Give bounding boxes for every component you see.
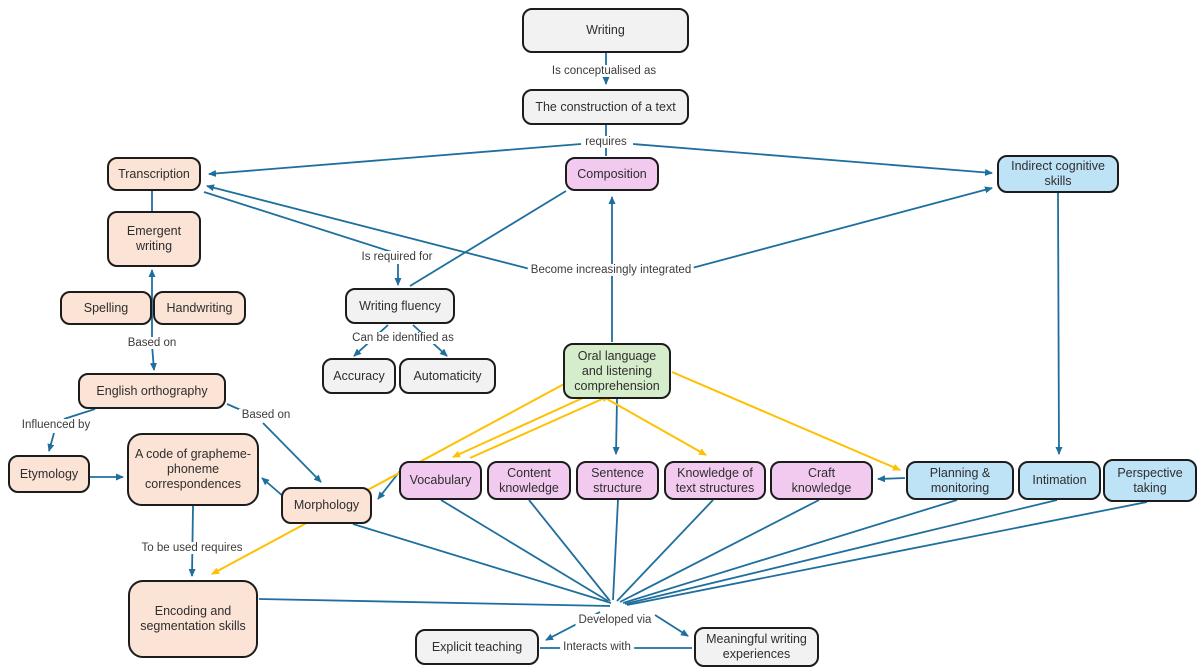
edge-integrated-transcription: [206, 184, 531, 270]
node-composition: Composition: [565, 157, 659, 191]
edge-hub-meaningful: [654, 614, 689, 637]
edge-label-is-conceptualised-as: Is conceptualised as: [548, 65, 660, 77]
edge-basedon2-morphology: [262, 422, 322, 483]
edge-label-based-on-2: Based on: [238, 409, 294, 421]
node-morphology: Morphology: [281, 487, 372, 524]
edge-label-developed-via: Developed via: [575, 614, 655, 626]
edge-oral-planning: [671, 371, 901, 471]
edge-morphology-hub: [352, 523, 612, 604]
edge-oral-vocabulary: [452, 396, 586, 458]
edge-composition-writingfluency: [409, 190, 567, 287]
edge-craft-hub: [619, 499, 820, 603]
edge-influencedby-etymology: [47, 432, 55, 452]
node-explicit-teaching: Explicit teaching: [415, 629, 539, 665]
edge-requires-indirect: [632, 143, 993, 176]
edge-label-based-on-1: Based on: [124, 337, 180, 349]
node-planning-monitoring: Planning & monitoring: [906, 461, 1014, 500]
edge-planning-craft: [877, 475, 906, 483]
edge-vocabulary-hub: [440, 499, 609, 602]
edge-integrated-indirect: [691, 186, 993, 269]
node-perspective-taking: Perspective taking: [1103, 459, 1197, 502]
edge-indirect-intimation: [1055, 191, 1063, 455]
node-grapheme-phoneme-code: A code of grapheme-phoneme correspondenc…: [127, 433, 259, 506]
edge-planning-hub: [622, 499, 958, 604]
node-intimation: Intimation: [1018, 461, 1101, 500]
node-writing: Writing: [522, 8, 689, 53]
edge-transcription-isrequiredfor: [203, 191, 396, 254]
node-construction: The construction of a text: [522, 89, 689, 125]
node-sentence-structure: Sentence structure: [576, 461, 659, 500]
node-emergent-writing: Emergent writing: [107, 211, 201, 267]
node-automaticity: Automaticity: [399, 358, 496, 394]
edge-label-become-integrated: Become increasingly integrated: [527, 264, 695, 276]
edge-sentence-hub: [612, 499, 619, 601]
node-writing-fluency: Writing fluency: [345, 288, 455, 324]
node-handwriting: Handwriting: [153, 291, 246, 325]
edge-label-can-be-identified-as: Can be identified as: [349, 332, 457, 344]
node-oral-language: Oral language and listening comprehensio…: [563, 343, 671, 399]
edge-label-to-be-used-requires: To be used requires: [138, 542, 246, 554]
node-craft-knowledge: Craft knowledge: [770, 461, 873, 500]
edge-oral-encoding: [211, 382, 567, 575]
node-transcription: Transcription: [107, 157, 201, 191]
edge-label-interacts-with: Interacts with: [560, 641, 634, 653]
node-english-orthography: English orthography: [78, 373, 226, 409]
edge-orthography-influencedby: [63, 408, 96, 420]
edge-basedon-orthography: [149, 344, 157, 371]
node-etymology: Etymology: [8, 455, 90, 493]
edge-label-requires: requires: [582, 136, 630, 148]
edge-requires-transcription: [208, 143, 582, 177]
edge-perspective-hub: [626, 501, 1148, 606]
edge-oral-sentence: [612, 398, 620, 455]
node-meaningful-writing: Meaningful writing experiences: [694, 627, 819, 667]
edge-label-influenced-by: Influenced by: [18, 419, 94, 431]
edge-morphology-grapheme: [261, 477, 285, 498]
edge-grapheme-encoding: [188, 505, 196, 577]
node-content-knowledge: Content knowledge: [487, 461, 571, 500]
edge-encoding-hub: [258, 598, 611, 607]
node-vocabulary: Vocabulary: [399, 461, 482, 500]
blue-edges: [47, 53, 1148, 649]
edge-intimation-hub: [624, 499, 1058, 605]
yellow-edges: [211, 371, 901, 575]
edge-label-is-required-for: Is required for: [358, 251, 436, 263]
edge-content-hub: [528, 499, 611, 602]
node-encoding-segmentation: Encoding and segmentation skills: [128, 580, 258, 658]
node-accuracy: Accuracy: [322, 358, 396, 394]
node-knowledge-text-structures: Knowledge of text structures: [664, 461, 766, 500]
edge-knowledge-hub: [616, 499, 714, 602]
node-indirect-cognitive-skills: Indirect cognitive skills: [997, 155, 1119, 193]
node-spelling: Spelling: [60, 291, 152, 325]
edge-oral-knowledgetext: [606, 398, 707, 456]
edge-vocabulary-oral: [469, 395, 610, 459]
